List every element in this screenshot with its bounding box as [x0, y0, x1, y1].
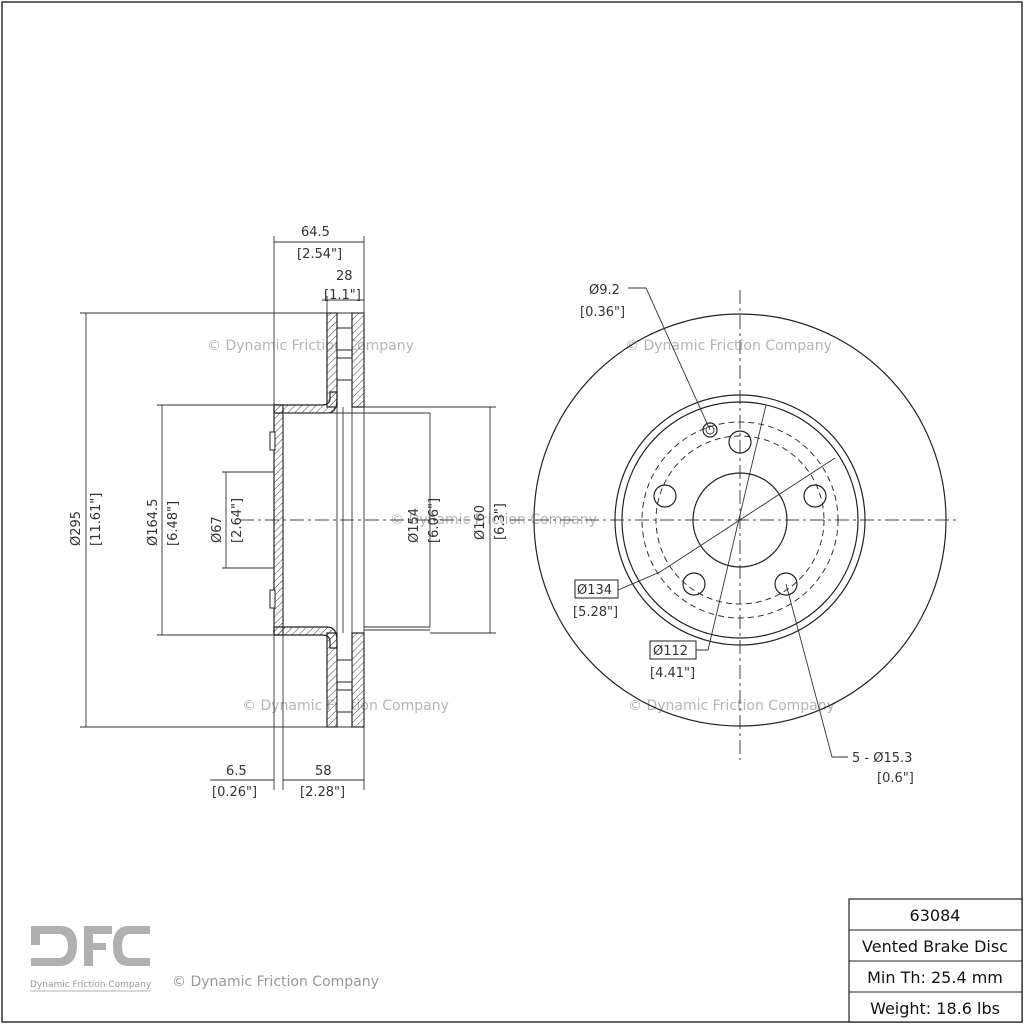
dim-hat-outer-diameter-in: [6.3"] [493, 503, 508, 540]
dim-hat-height: 58 [315, 764, 332, 779]
spec-table: 63084 Vented Brake Disc Min Th: 25.4 mm … [848, 898, 1023, 1023]
hat-outer-edge [614, 394, 866, 646]
dim-bolt-circle: Ø112 [653, 644, 688, 659]
dim-hat-thickness: 6.5 [226, 764, 247, 779]
lug-hole [728, 430, 752, 454]
dim-hat-height-in: [2.28"] [300, 785, 345, 800]
dim-rotor-thickness: 28 [336, 269, 353, 284]
footer-copyright: © Dynamic Friction Company [172, 974, 379, 990]
dim-bolt-circle-outer: Ø134 [577, 583, 612, 598]
dim-center-bore: Ø67 [210, 516, 225, 543]
dim-hat-diameter: Ø164.5 [146, 499, 161, 546]
watermark-bottom-right: © Dynamic Friction Company [628, 698, 835, 714]
dim-rotor-thickness-in: [1.1"] [324, 288, 361, 303]
dim-center-bore-in: [2.64"] [230, 498, 245, 543]
watermark-middle: © Dynamic Friction Company [390, 512, 597, 528]
dim-bolt-circle-in: [4.41"] [650, 666, 695, 681]
spec-weight: Weight: 18.6 lbs [870, 999, 1000, 1018]
dim-bolt-circle-outer-in: [5.28"] [573, 605, 618, 620]
dim-inner-friction-diameter-in: [6.06"] [427, 498, 442, 543]
bolt-circle [655, 435, 825, 605]
dim-hat-thickness-in: [0.26"] [212, 785, 257, 800]
watermark-top-left: © Dynamic Friction Company [207, 338, 414, 354]
lug-hole [653, 484, 677, 508]
lug-hole [774, 572, 798, 596]
rotor-outer-edge [533, 313, 947, 727]
spec-type: Vented Brake Disc [862, 937, 1008, 956]
dim-outer-diameter-in: [11.61"] [89, 493, 104, 546]
dim-lug-holes: 5 - Ø15.3 [852, 751, 912, 766]
dim-lug-holes-in: [0.6"] [877, 771, 914, 786]
front-view: Ø9.2 [0.36"] Ø134 [5.28"] Ø112 [4.41"] 5… [510, 283, 960, 786]
dim-outer-diameter: Ø295 [69, 511, 84, 546]
center-bore-circle [692, 472, 788, 568]
dim-overall-width: 64.5 [301, 225, 330, 240]
lug-hole [682, 572, 706, 596]
lug-hole [803, 484, 827, 508]
dim-small-hole: Ø9.2 [589, 283, 620, 298]
spec-min-thickness: Min Th: 25.4 mm [867, 968, 1003, 987]
logo-subtitle: Dynamic Friction Company [30, 980, 152, 990]
dim-overall-width-in: [2.54"] [297, 247, 342, 262]
dim-hat-diameter-in: [6.48"] [166, 501, 181, 546]
dim-hat-outer-diameter: Ø160 [473, 505, 488, 540]
watermark-top-right: © Dynamic Friction Company [625, 338, 832, 354]
dim-small-hole-in: [0.36"] [580, 305, 625, 320]
locator-hole [702, 422, 718, 438]
spec-part-number: 63084 [910, 906, 961, 925]
dfc-logo: Dynamic Friction Company [30, 926, 152, 992]
bolt-circle-outer [641, 421, 839, 619]
dim-inner-friction-diameter: Ø154 [407, 508, 422, 543]
side-section-view: 64.5 [2.54"] 28 [1.1"] Ø295 [11.61"] Ø16… [69, 225, 508, 800]
